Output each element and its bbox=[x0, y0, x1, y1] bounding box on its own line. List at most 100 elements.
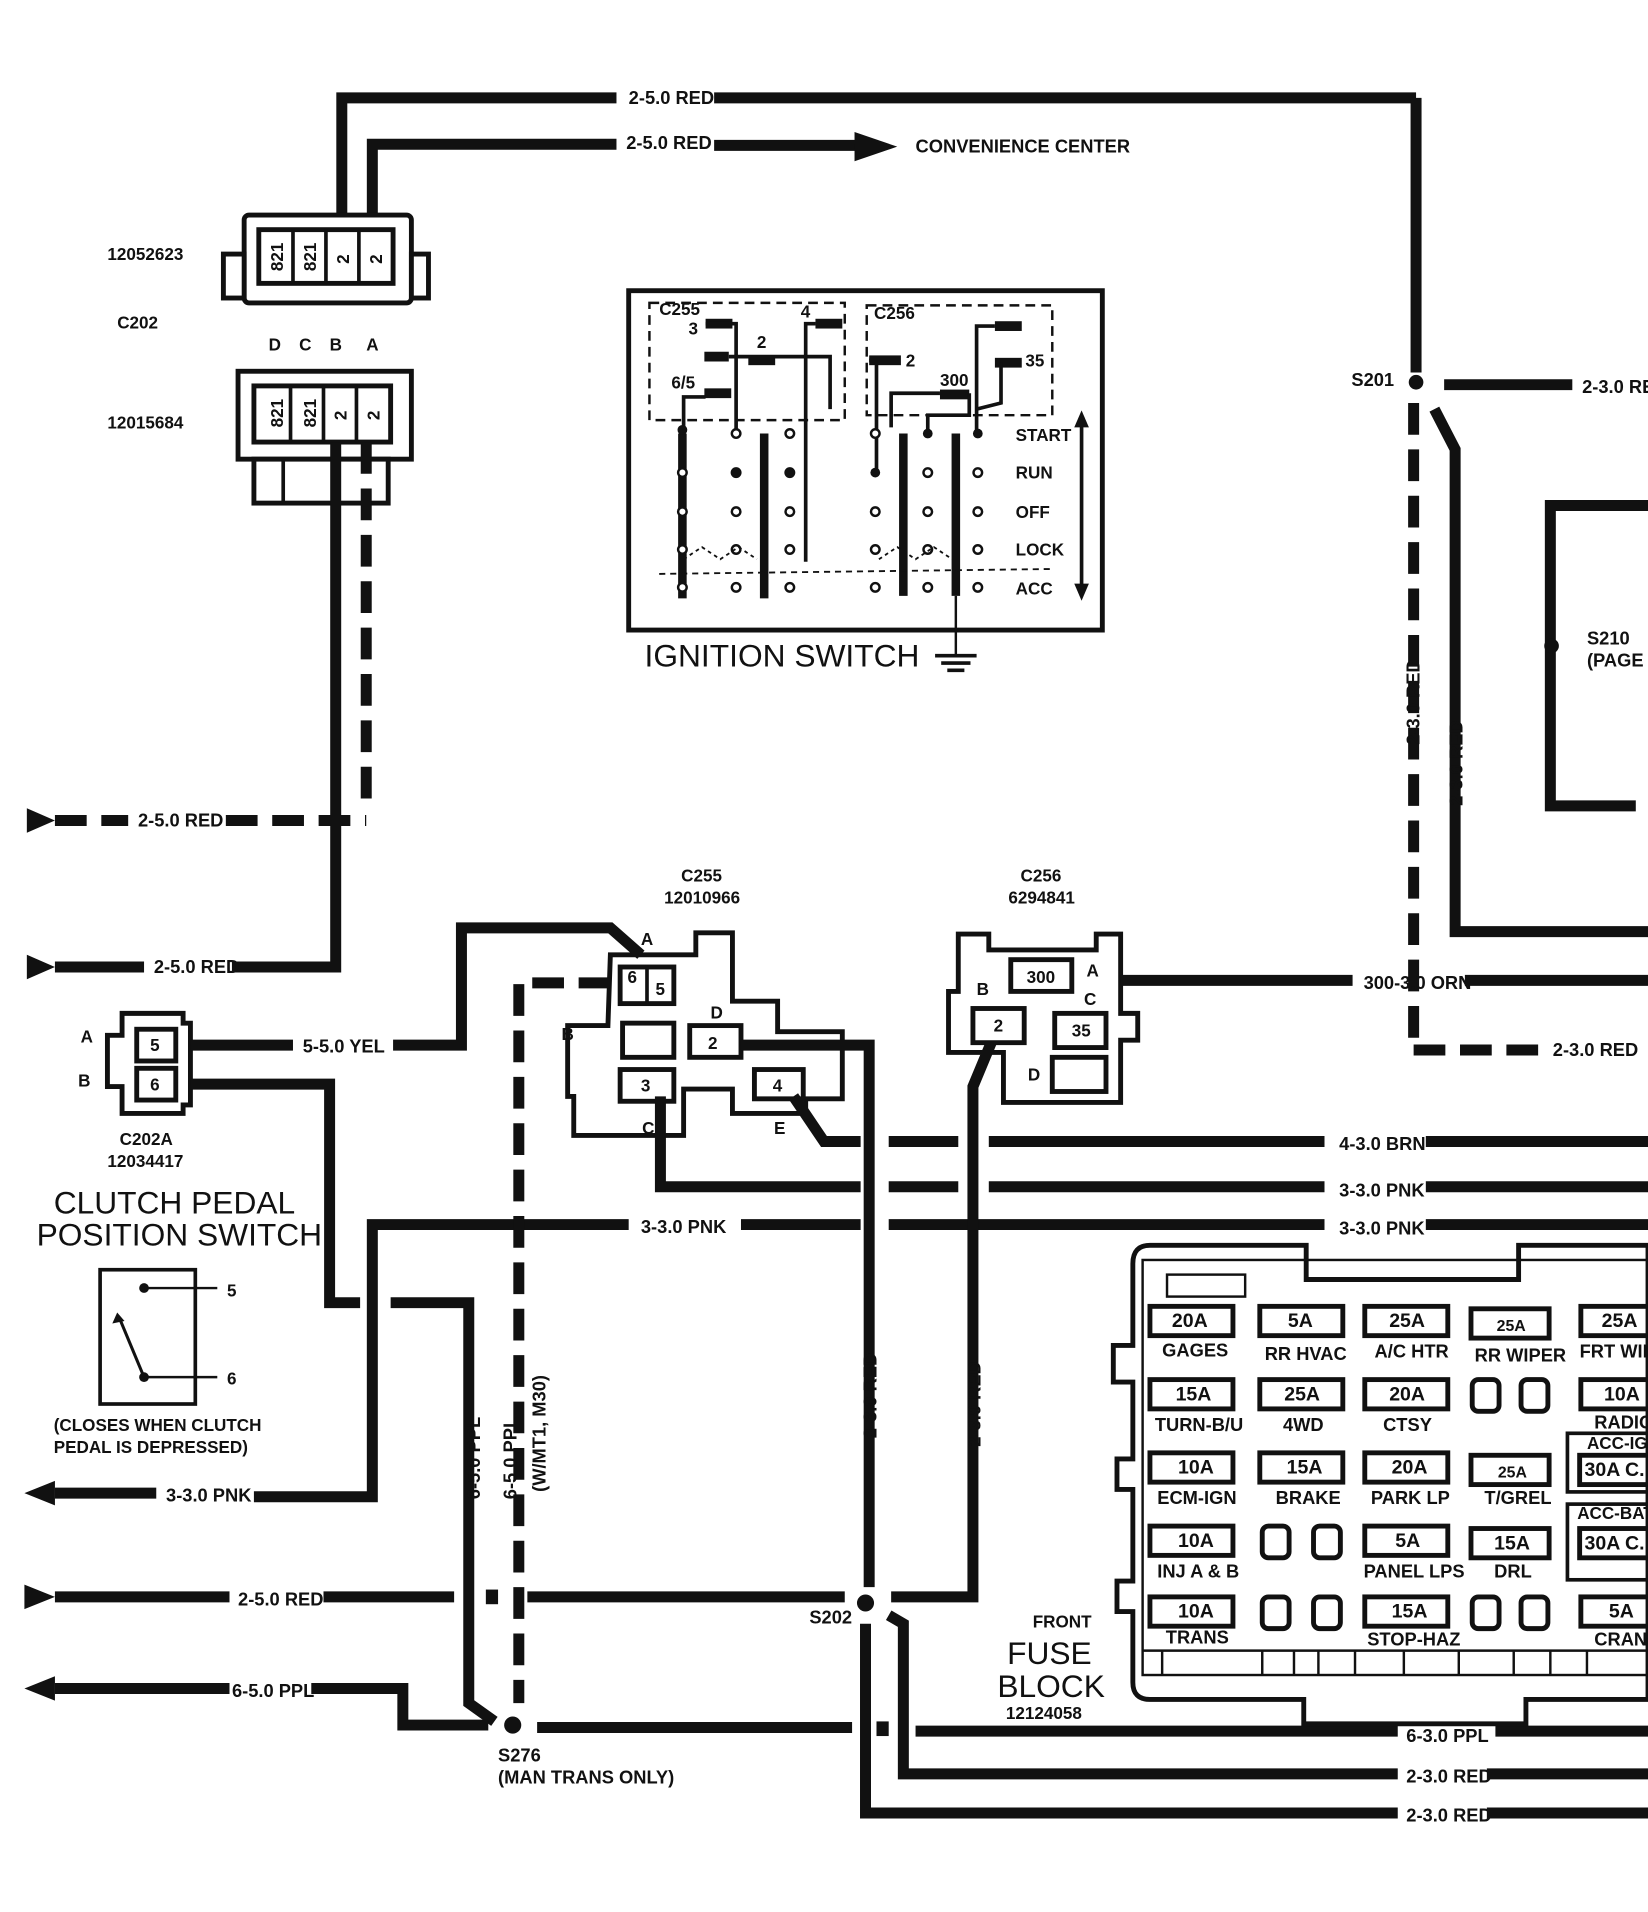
fuse-block-part-number: 12124058 bbox=[1006, 1704, 1082, 1723]
fuse-park-lp: 20A PARK LP bbox=[1362, 1450, 1451, 1508]
arrow-left-icon bbox=[24, 1676, 55, 1701]
c255-pin-4: 4 bbox=[773, 1077, 783, 1096]
c202a-letter-b: B bbox=[78, 1072, 90, 1091]
fuse-4wd: 25A 4WD bbox=[1257, 1377, 1346, 1435]
s276-splice: 6-3.0 PPL S276 (MAN TRANS ONLY) bbox=[498, 1716, 1648, 1788]
s202-label: S202 bbox=[809, 1607, 852, 1628]
c202a-b-wire bbox=[190, 1078, 361, 1309]
c202-pin-a: 2 bbox=[367, 254, 386, 264]
c202a-name: C202A bbox=[120, 1130, 173, 1149]
c255-letter-a: A bbox=[641, 930, 653, 949]
c202a-letter-a: A bbox=[81, 1028, 93, 1047]
wire-label: 2-3.0 RED bbox=[859, 1353, 880, 1438]
ign-c255-label: C255 bbox=[659, 300, 700, 319]
c202-pin-d: 821 bbox=[268, 242, 287, 271]
s201-splice: S201 2-3.0 RE 2-3.0 RED 2-3.0 RED S210 (… bbox=[1351, 369, 1648, 1060]
fuse-rr-hvac: 5A RR HVAC bbox=[1257, 1303, 1347, 1364]
arrow-right-icon bbox=[854, 132, 898, 162]
fuse-ctsy: 20A CTSY bbox=[1362, 1377, 1451, 1435]
s210-note: (PAGE 2 bbox=[1587, 650, 1648, 671]
wire-label: 4-3.0 BRN bbox=[1339, 1133, 1425, 1154]
fuse-drl: 15A DRL bbox=[1468, 1526, 1552, 1581]
c202a-connector: 5 6 A B C202A 12034417 bbox=[78, 1010, 193, 1171]
c202-b-wire bbox=[231, 442, 342, 973]
fuse-trans: 10A TRANS bbox=[1147, 1594, 1236, 1647]
fuse-ac-htr: 25A A/C HTR bbox=[1362, 1303, 1451, 1362]
fuse-name: BRAKE bbox=[1276, 1487, 1341, 1508]
wire-label: 3-3.0 PNK bbox=[1339, 1217, 1425, 1238]
fuse-name: PANEL LPS bbox=[1364, 1560, 1465, 1581]
left-red-dashed-wire: 2-5.0 RED bbox=[26, 808, 367, 833]
c202-name: C202 bbox=[117, 314, 158, 333]
fuse-amp: 5A bbox=[1395, 1530, 1420, 1552]
fuse-frt-wiper: 25A FRT WIP bbox=[1578, 1303, 1648, 1362]
c202-connector: 12052623 C202 12015684 821 821 2 2 D C B… bbox=[107, 212, 431, 506]
fuse-amp: 20A bbox=[1392, 1457, 1428, 1479]
fuse-name: FRT WIP bbox=[1580, 1341, 1648, 1362]
c256-letter-d: D bbox=[1028, 1066, 1040, 1085]
wire-label: 2-3.0 RED bbox=[1403, 659, 1424, 744]
c202a-pin-6: 6 bbox=[150, 1075, 160, 1094]
fuse-name: ECM-IGN bbox=[1157, 1487, 1236, 1508]
fuse-name: 4WD bbox=[1283, 1414, 1324, 1435]
c202-letter-a: A bbox=[366, 336, 378, 355]
top-red-wire-2: 2-5.0 RED CONVENIENCE CENTER bbox=[366, 132, 1131, 284]
c202-pin-b: 2 bbox=[334, 254, 353, 264]
fuse-ecm-ign: 10A ECM-IGN bbox=[1147, 1450, 1237, 1508]
wire-label: 2-3.0 RED bbox=[1553, 1039, 1638, 1060]
wire-label: 3-3.0 PNK bbox=[641, 1216, 727, 1237]
wire-label: 6-5.0 PPL bbox=[463, 1417, 484, 1499]
ign-pin-4: 4 bbox=[801, 303, 811, 322]
fuse-name: CRANK bbox=[1594, 1629, 1648, 1650]
fuse-amp: 25A bbox=[1498, 1464, 1528, 1481]
s202-splice: S202 2-3.0 RED 2-3.0 RED bbox=[485, 1589, 1648, 1826]
pnk-wire-mid: 3-3.0 PNK 3-3.0 PNK bbox=[253, 1216, 1648, 1503]
ground-icon bbox=[935, 653, 977, 673]
arrow-in-icon bbox=[26, 954, 55, 980]
wire-label: 2-3.0 RED bbox=[1406, 1765, 1491, 1786]
arrow-up-icon bbox=[1074, 410, 1089, 428]
c255-e-wire bbox=[788, 1093, 861, 1148]
fuse-name: TRANS bbox=[1166, 1626, 1229, 1647]
wire-label: 2-3.0 RED bbox=[1445, 720, 1466, 805]
fuse-name: GAGES bbox=[1162, 1339, 1228, 1360]
breaker-label: ACC-IG bbox=[1587, 1434, 1648, 1453]
breaker-amp: 30A C. bbox=[1585, 1532, 1645, 1554]
fuse-name: RADIO bbox=[1594, 1411, 1648, 1432]
ignition-switch-title: IGNITION SWITCH bbox=[645, 638, 920, 674]
wire-label-note: (W/MT1, M30) bbox=[529, 1375, 550, 1492]
empty-fuse-slot bbox=[1259, 1523, 1292, 1561]
fuse-amp: 25A bbox=[1497, 1318, 1527, 1335]
ppl-left-bottom-wire: 6-5.0 PPL bbox=[24, 1676, 489, 1731]
s210-label: S210 bbox=[1587, 628, 1630, 649]
pnk-wire-left: 3-3.0 PNK bbox=[24, 1480, 252, 1506]
fuse-name: RR WIPER bbox=[1475, 1344, 1567, 1365]
ppl-wire-s276 bbox=[390, 1297, 498, 1726]
empty-fuse-slot bbox=[1518, 1377, 1551, 1414]
fuse-panel-lps: 5A PANEL LPS bbox=[1362, 1523, 1465, 1581]
c256-2-wire bbox=[891, 1040, 997, 1603]
fuse-name: PARK LP bbox=[1371, 1487, 1450, 1508]
fuse-amp: 10A bbox=[1178, 1530, 1214, 1552]
ignition-switch: C255 C256 3 4 2 6/5 2 300 35 bbox=[626, 288, 1105, 674]
wire-label: 2-3.0 RED bbox=[1406, 1805, 1491, 1826]
c255-pin-5: 5 bbox=[656, 980, 666, 999]
yel-wire: 5-5.0 YEL bbox=[190, 922, 645, 1056]
c202a-pin-5: 5 bbox=[150, 1036, 160, 1055]
fuse-amp: 25A bbox=[1389, 1310, 1425, 1332]
s276-note: (MAN TRANS ONLY) bbox=[498, 1767, 674, 1788]
convenience-center-label: CONVENIENCE CENTER bbox=[916, 136, 1131, 157]
arrow-left-icon bbox=[24, 1480, 55, 1506]
fuse-name: STOP-HAZ bbox=[1367, 1629, 1460, 1650]
fuse-name: T/GREL bbox=[1484, 1487, 1551, 1508]
fuse-name: TURN-B/U bbox=[1155, 1414, 1243, 1435]
clutch-title-line2: POSITION SWITCH bbox=[37, 1216, 322, 1252]
front-fuse-block: 20A GAGES 5A RR HVAC 25A A/C HTR 25A RR … bbox=[997, 1242, 1648, 1727]
empty-fuse-slot bbox=[1259, 1594, 1292, 1632]
wire-label: 6-5.0 PPL bbox=[499, 1417, 520, 1499]
fuse-name: DRL bbox=[1494, 1560, 1532, 1581]
c202-lower-pin-a: 2 bbox=[365, 411, 384, 421]
empty-fuse-slot bbox=[1311, 1594, 1343, 1632]
fuse-amp: 15A bbox=[1287, 1457, 1323, 1479]
